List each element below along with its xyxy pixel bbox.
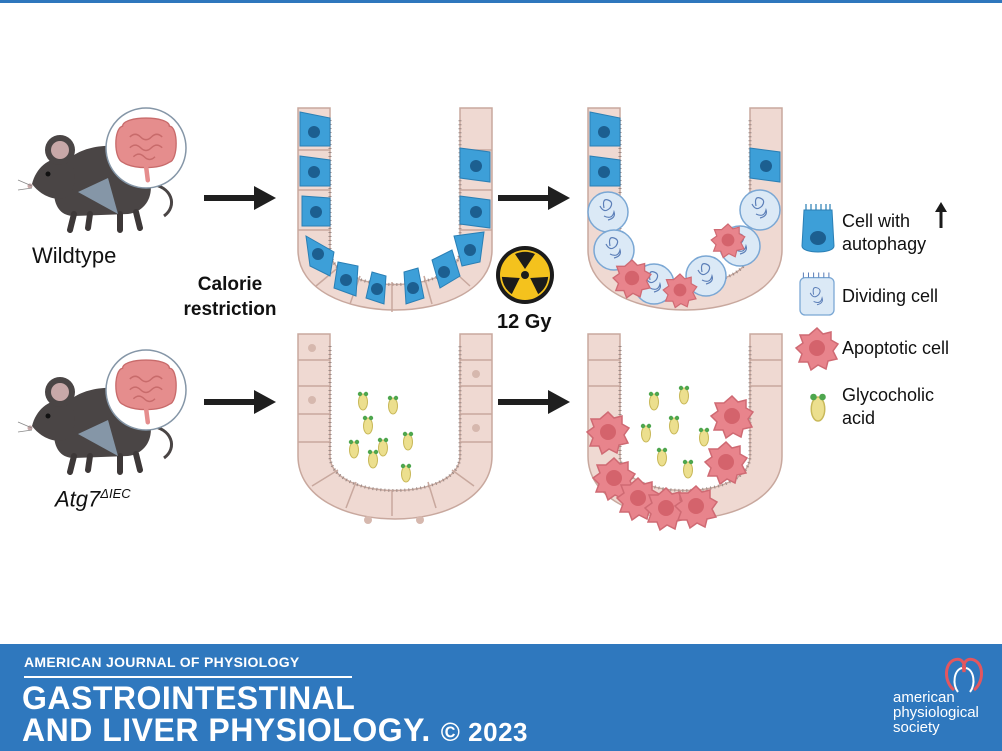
legend-autophagy-icon: [801, 204, 835, 253]
diagram-canvas: [0, 107, 947, 531]
legend-dividing-icon: [799, 272, 835, 316]
legend-autophagy-label: Cell with autophagy: [842, 211, 927, 254]
legend-bile-acid-icon: [809, 392, 827, 422]
legend-apoptotic-icon: [795, 327, 839, 371]
knockout-label: Atg7ΔIEC: [55, 486, 131, 512]
top-border: [0, 0, 1002, 3]
society-logo-icon: [945, 657, 983, 693]
radiation-dose-label: 12 Gy: [497, 311, 552, 333]
crypt-knockout-irradiated: [586, 333, 783, 531]
crypt-knockout-calorie: [297, 333, 493, 524]
crypt-wildtype-calorie: [297, 107, 493, 312]
journal-footer: AMERICAN JOURNAL OF PHYSIOLOGY GASTROINT…: [0, 644, 1002, 751]
radiation-icon: [496, 246, 554, 304]
legend-bile-acid-label: Glycocholic acid: [842, 385, 935, 428]
legend-apoptotic-label: Apoptotic cell: [842, 338, 950, 358]
arrow-right-icon: [498, 186, 570, 210]
copyright: © 2023: [440, 717, 529, 747]
journal-title-line2: AND LIVER PHYSIOLOGY.© 2023: [22, 712, 529, 748]
arrow-up-icon: [935, 202, 947, 228]
journal-name: AMERICAN JOURNAL OF PHYSIOLOGY: [24, 654, 300, 670]
wildtype-label: Wildtype: [32, 243, 117, 268]
journal-title-line1: GASTROINTESTINAL: [22, 680, 356, 716]
society-name: american physiological society: [893, 689, 979, 736]
legend-dividing-label: Dividing cell: [842, 286, 939, 306]
wildtype-mouse-icon: [18, 107, 187, 230]
calorie-restriction-label: Calorie restriction: [183, 274, 277, 320]
arrow-right-icon: [204, 186, 276, 210]
arrow-right-icon: [498, 390, 570, 414]
crypt-wildtype-irradiated: [587, 107, 783, 311]
arrow-right-icon: [204, 390, 276, 414]
footer-divider: [24, 676, 352, 678]
knockout-mouse-icon: [18, 349, 187, 472]
